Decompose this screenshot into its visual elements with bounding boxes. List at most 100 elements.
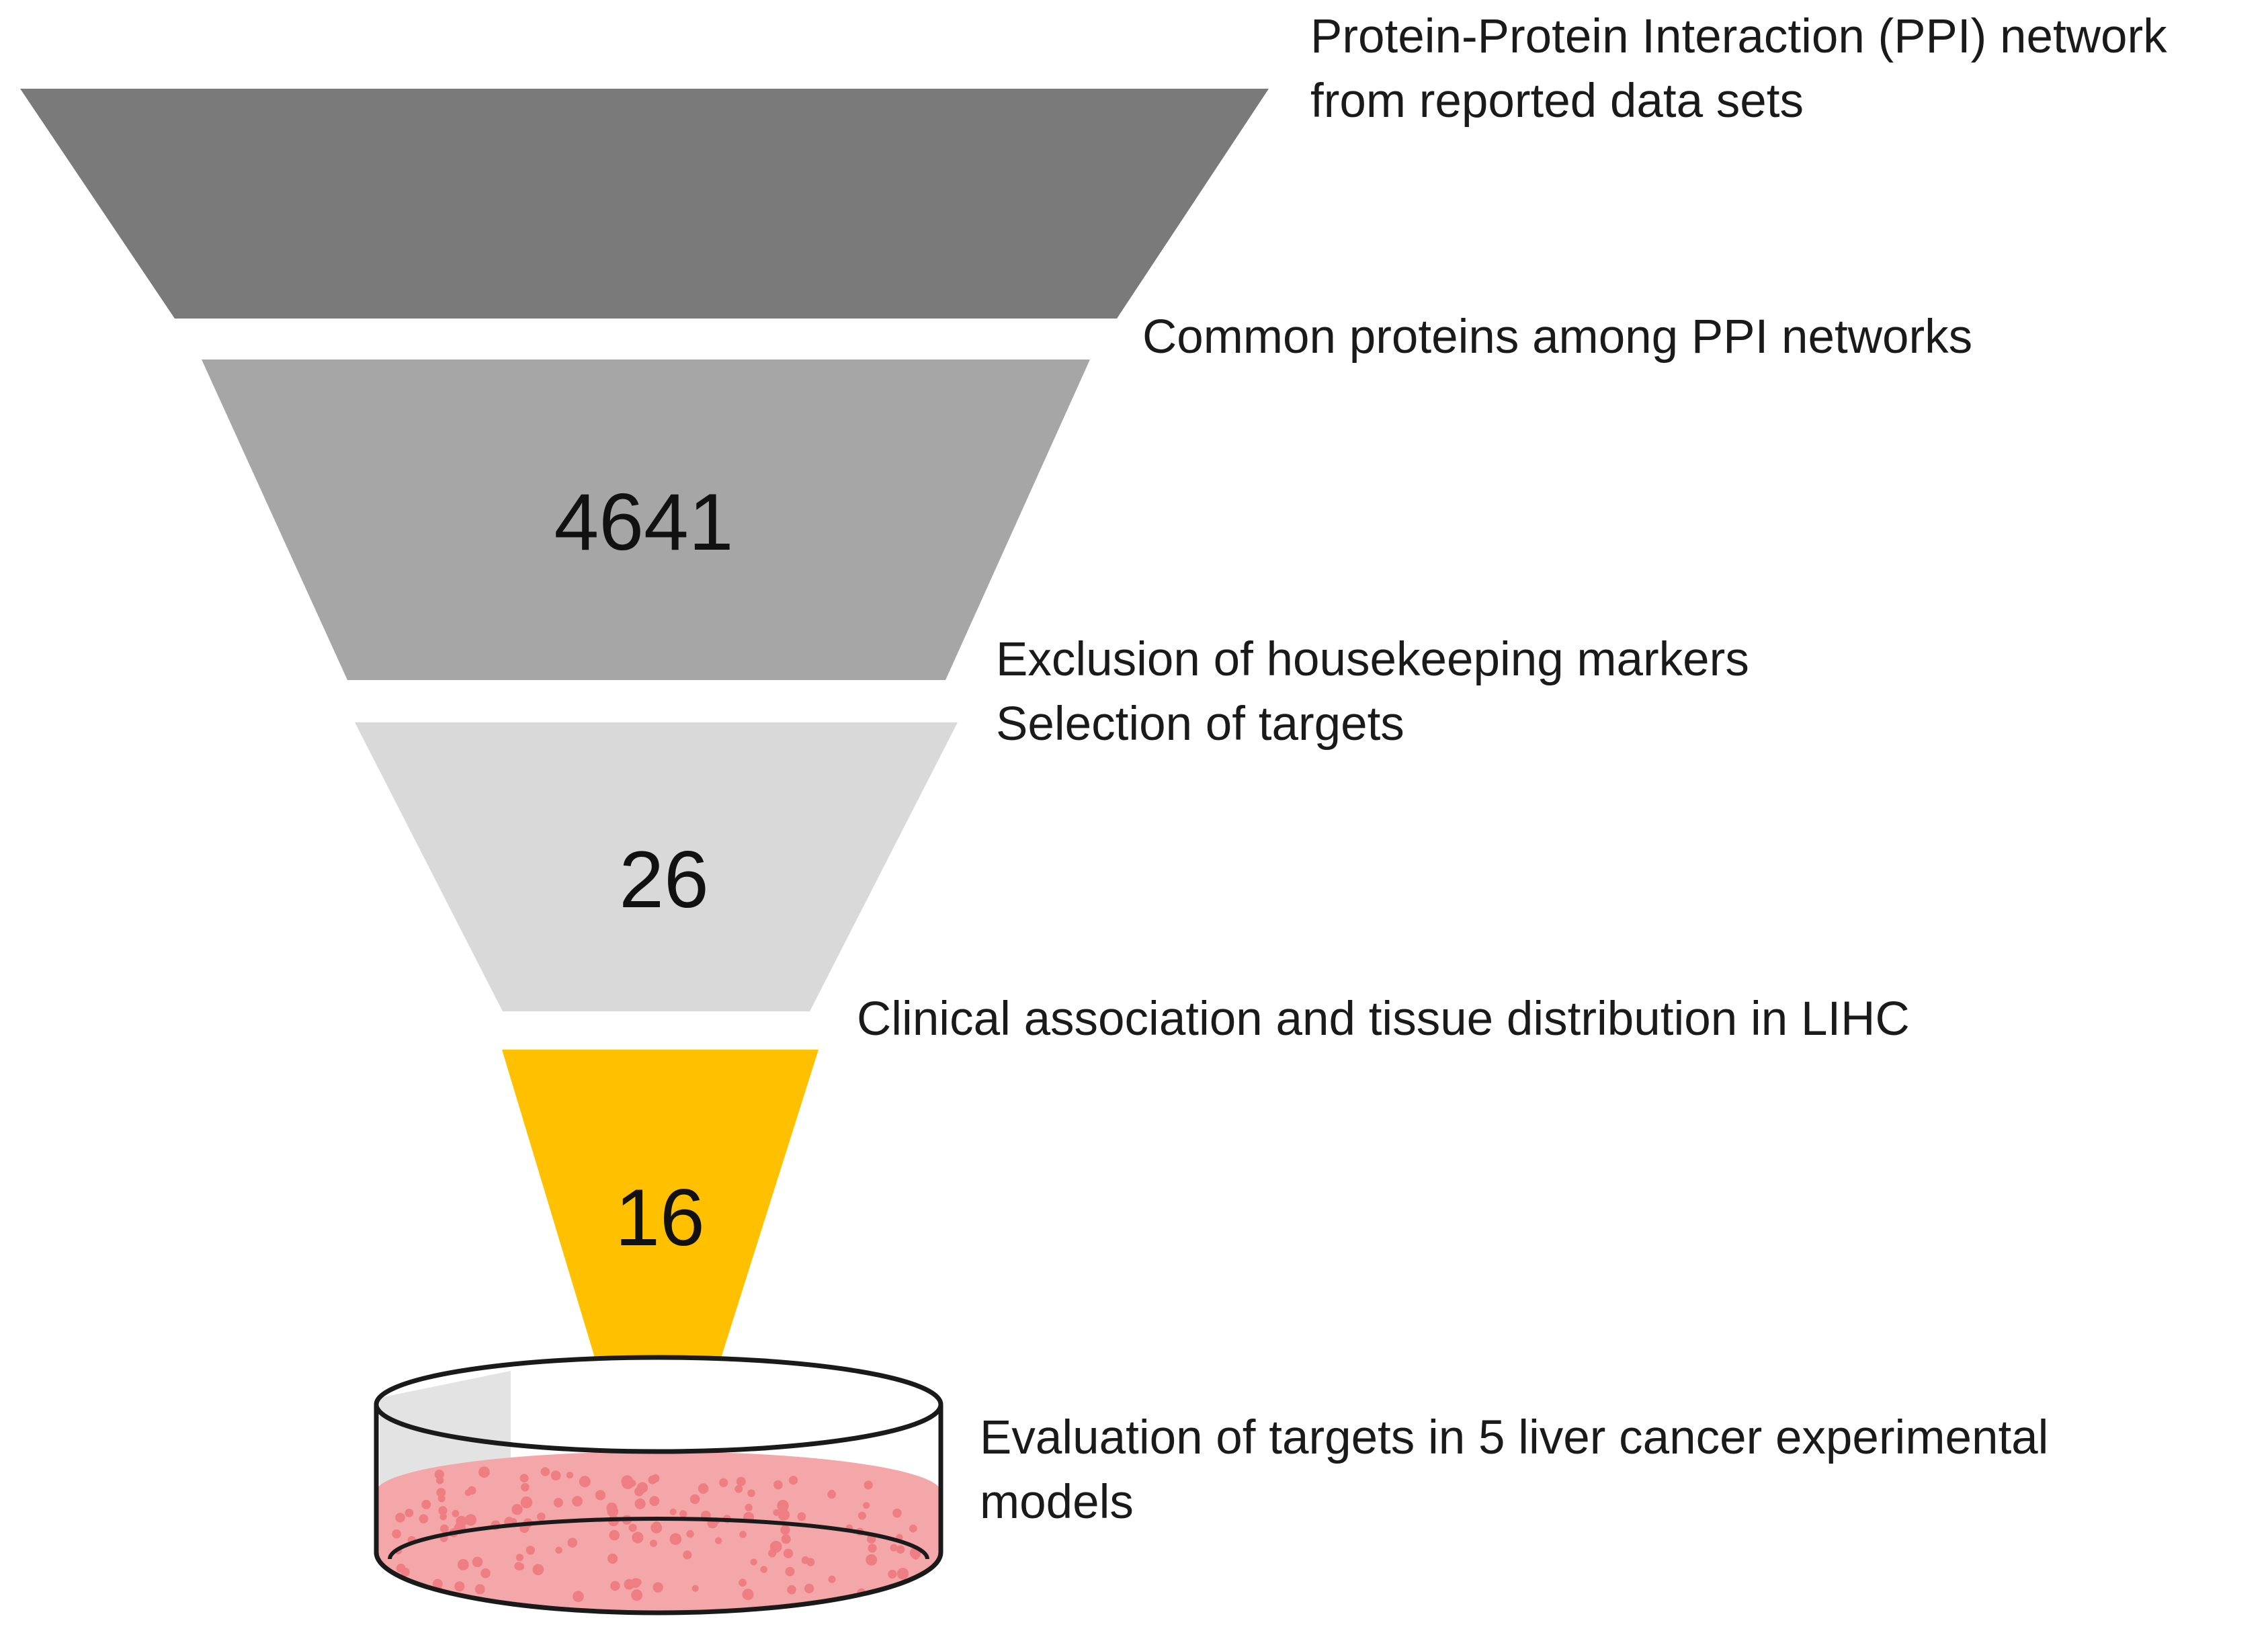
dish-cell — [540, 1467, 550, 1476]
funnel-tier-clinical-association — [502, 1050, 818, 1364]
dish-cell — [631, 1589, 643, 1601]
dish-cell — [454, 1581, 465, 1592]
dish-cell — [698, 1483, 709, 1494]
clinical-targets-count: 16 — [615, 1173, 704, 1263]
dish-cell — [432, 1579, 443, 1589]
exclusion-label-line-2: Selection of targets — [996, 698, 1404, 751]
dish-cell — [827, 1490, 836, 1499]
dish-cell — [512, 1505, 521, 1515]
dish-cell — [863, 1502, 870, 1509]
dish-cell — [438, 1506, 448, 1515]
funnel-tier-ppi-network — [20, 89, 1269, 319]
dish-cell — [452, 1509, 460, 1517]
dish-cell — [760, 1566, 767, 1573]
dish-cell — [648, 1475, 657, 1484]
dish-floor-edge — [388, 1517, 929, 1560]
evaluation-label-line-2: models — [980, 1476, 1134, 1529]
dish-cell — [595, 1490, 606, 1501]
dish-cell — [783, 1548, 794, 1558]
dish-cell — [439, 1513, 447, 1521]
dish-cell — [888, 1569, 897, 1579]
dish-cell — [689, 1494, 700, 1505]
dish-cell — [532, 1564, 544, 1576]
dish-cell — [566, 1472, 574, 1479]
dish-cell — [653, 1582, 663, 1593]
dish-cell — [632, 1531, 644, 1544]
exclusion-selection-label: Exclusion of housekeeping markers Select… — [996, 633, 1763, 751]
dish-cell — [736, 1476, 746, 1486]
dish-cell — [739, 1579, 747, 1587]
clinical-association-label-line-1: Clinical association and tissue distribu… — [857, 993, 1910, 1046]
dish-cell — [652, 1523, 662, 1533]
dish-cell — [739, 1531, 747, 1538]
common-proteins-label: Common proteins among PPI networks — [1142, 310, 1972, 364]
ppi-network-label: Protein-Protein Interaction (PPI) networ… — [1310, 10, 2180, 128]
dish-cell — [734, 1484, 743, 1493]
dish-cell — [896, 1568, 909, 1580]
dish-cell — [828, 1575, 836, 1583]
ppi-network-label-line-1: Protein-Protein Interaction (PPI) networ… — [1310, 10, 2167, 63]
dish-cell — [650, 1540, 657, 1548]
dish-cell — [624, 1579, 635, 1590]
dish-cell — [691, 1585, 699, 1592]
dish-cell — [480, 1568, 491, 1579]
dish-cell — [464, 1514, 477, 1526]
dish-cell — [634, 1579, 642, 1586]
dish-cell — [514, 1562, 523, 1570]
dish-cell — [395, 1513, 405, 1523]
dish-cell — [573, 1591, 584, 1602]
dish-cell — [434, 1469, 444, 1480]
dish-cell — [553, 1498, 564, 1508]
dish-cell — [555, 1546, 562, 1554]
dish-cell — [750, 1558, 757, 1566]
dish-cell — [392, 1529, 401, 1539]
dish-cell — [579, 1476, 591, 1488]
dish-cell — [401, 1567, 410, 1577]
funnel-tier-selected-targets — [355, 722, 958, 1011]
common-proteins-count: 4641 — [554, 477, 734, 567]
dish-cell — [610, 1581, 620, 1591]
dish-rim — [374, 1355, 943, 1454]
dish-cell — [909, 1524, 917, 1533]
dish-cell — [436, 1488, 446, 1497]
dish-cell — [769, 1540, 782, 1553]
dish-cell — [669, 1508, 677, 1515]
dish-cell — [537, 1512, 546, 1521]
dish-glass-reflection — [380, 1371, 511, 1488]
dish-cell — [521, 1482, 530, 1492]
funnel-tier-common-proteins — [202, 360, 1090, 680]
dish-cell — [781, 1534, 791, 1544]
dish-cell — [773, 1509, 780, 1516]
dish-cell — [607, 1553, 618, 1564]
petri-dish-icon — [374, 1355, 943, 1615]
dish-cell — [788, 1476, 798, 1485]
dish-cell — [393, 1591, 404, 1602]
dish-wall — [374, 1404, 943, 1615]
dish-cell — [868, 1544, 877, 1553]
dish-cell — [649, 1496, 660, 1507]
dish-cell — [437, 1495, 446, 1503]
dish-cell — [912, 1552, 920, 1560]
dish-cell — [456, 1515, 467, 1527]
dish-cell — [804, 1583, 814, 1593]
dish-cell — [890, 1544, 898, 1552]
dish-cell — [797, 1512, 806, 1521]
dish-cell — [607, 1506, 619, 1517]
dish-cell — [773, 1480, 783, 1490]
dish-cell — [519, 1474, 529, 1483]
dish-cell — [801, 1556, 810, 1564]
dish-cell — [785, 1566, 795, 1577]
dish-cell — [439, 1524, 449, 1533]
dish-cell — [474, 1584, 485, 1595]
exclusion-label-line-1: Exclusion of housekeeping markers — [996, 633, 1749, 686]
dish-cell — [515, 1554, 524, 1562]
dish-cell — [628, 1523, 637, 1532]
dish-cell — [686, 1529, 694, 1538]
dish-cell — [780, 1525, 790, 1535]
ppi-network-label-line-2: from reported data sets — [1310, 75, 1804, 128]
dish-cell — [719, 1478, 728, 1487]
dish-cell — [866, 1554, 878, 1566]
dish-cell — [714, 1537, 722, 1544]
dish-cell — [435, 1476, 444, 1484]
